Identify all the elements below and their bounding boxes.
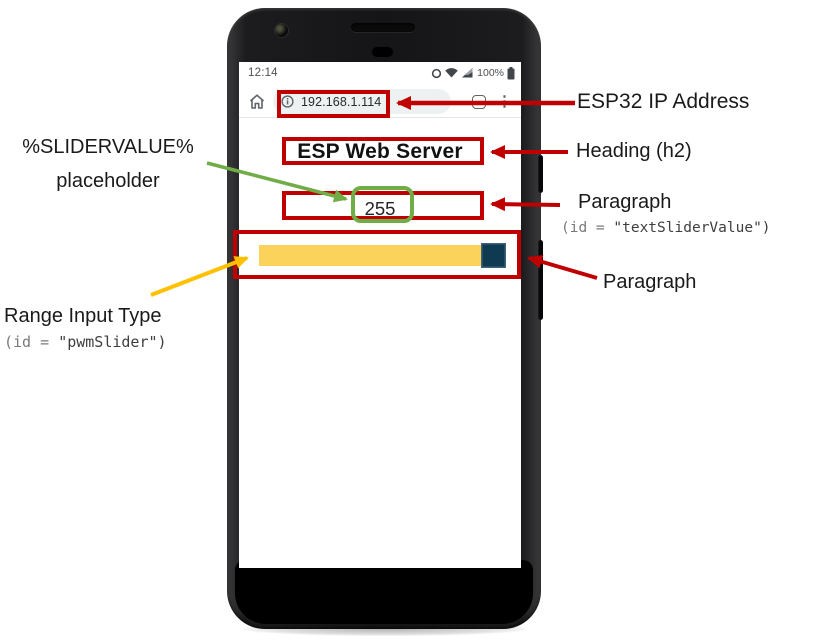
url-text[interactable]: 192.168.1.114 — [301, 94, 382, 109]
volume-button[interactable] — [538, 240, 543, 320]
power-button[interactable] — [538, 155, 543, 193]
ip-address-label: ESP32 IP Address — [577, 90, 750, 113]
menu-icon[interactable]: ⋮ — [497, 93, 512, 110]
paragraph1-id-value: "textSliderValue") — [613, 220, 771, 236]
front-camera — [274, 23, 289, 38]
page-heading: ESP Web Server — [297, 140, 463, 163]
page-info-icon[interactable] — [281, 95, 294, 108]
range-id-prefix: (id = — [4, 333, 59, 351]
range-input-id-label: (id = "pwmSlider") — [4, 333, 167, 351]
proximity-sensor — [372, 47, 393, 57]
heading-annotation-label: Heading (h2) — [576, 140, 692, 162]
paragraph1-id-prefix: (id = — [561, 220, 614, 236]
url-bar[interactable]: 192.168.1.114 — [273, 89, 451, 114]
phone-bottom-bezel — [235, 560, 533, 624]
earpiece-speaker — [351, 23, 415, 32]
status-icons: 100% — [431, 66, 515, 80]
browser-toolbar: 192.168.1.114 ⋮ — [239, 86, 521, 118]
cell-signal-icon — [462, 68, 473, 78]
range-input-label: Range Input Type — [4, 305, 162, 327]
home-icon[interactable] — [248, 93, 266, 110]
pwm-slider-thumb[interactable] — [481, 243, 506, 268]
range-id-value: "pwmSlider") — [58, 333, 167, 351]
phone-screen: 12:14 100% — [239, 62, 521, 568]
tab-switcher-icon[interactable] — [472, 94, 486, 109]
paragraph1-label: Paragraph — [578, 191, 672, 213]
wifi-icon — [445, 68, 458, 78]
paragraph2-label: Paragraph — [603, 271, 697, 293]
placeholder-label: %SLIDERVALUE% placeholder — [0, 130, 216, 198]
battery-icon — [507, 66, 515, 79]
phone-frame: 12:14 100% — [227, 8, 543, 629]
placeholder-label-line2: placeholder — [56, 170, 160, 192]
pwm-slider-track[interactable] — [259, 245, 505, 266]
clock-label: 12:14 — [248, 67, 278, 79]
data-saver-icon — [432, 68, 442, 78]
battery-percent-label: 100% — [477, 67, 504, 79]
slider-value-text: 255 — [364, 198, 396, 219]
placeholder-label-line1: %SLIDERVALUE% — [22, 136, 194, 158]
paragraph1-id-label: (id = "textSliderValue") — [561, 220, 771, 236]
status-bar: 12:14 100% — [239, 62, 521, 84]
